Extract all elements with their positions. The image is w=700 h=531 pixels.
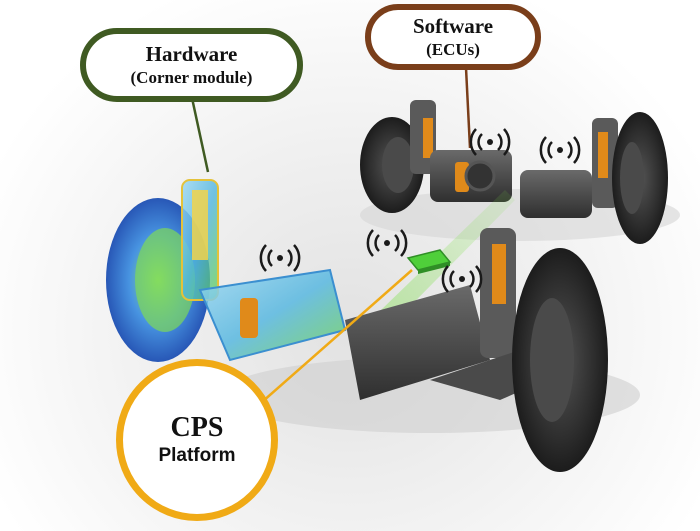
wireless-signal-icon [259, 244, 301, 272]
hardware-connector [190, 97, 210, 173]
software-callout: Software (ECUs) [365, 4, 541, 70]
cps-subtitle: Platform [158, 445, 236, 466]
cps-title: CPS [170, 412, 224, 443]
wireless-signal-icon [366, 229, 408, 257]
rear-right-spring [598, 132, 608, 178]
front-left-corner-module [106, 179, 347, 362]
front-right-spring [492, 244, 506, 304]
software-connector [464, 67, 472, 149]
hardware-subtitle: (Corner module) [130, 68, 253, 87]
software-title: Software [412, 14, 494, 38]
circuit-board-icon [406, 249, 452, 274]
rear-left-spring [423, 118, 433, 158]
software-subtitle: (ECUs) [426, 40, 480, 59]
cps-callout: CPS Platform [116, 359, 278, 521]
wireless-signal-icon [539, 136, 581, 164]
hardware-callout: Hardware (Corner module) [80, 28, 303, 102]
rear-right-assembly [520, 112, 668, 244]
wireless-signal-icon [441, 265, 483, 293]
wireless-signal-icon [469, 128, 511, 156]
front-left-spring [192, 190, 208, 260]
rear-left-wheel [360, 100, 436, 213]
rear-ecu-unit [430, 150, 512, 202]
hardware-title: Hardware [145, 42, 238, 66]
cps-connector [261, 269, 413, 403]
front-right-assembly [345, 228, 608, 472]
